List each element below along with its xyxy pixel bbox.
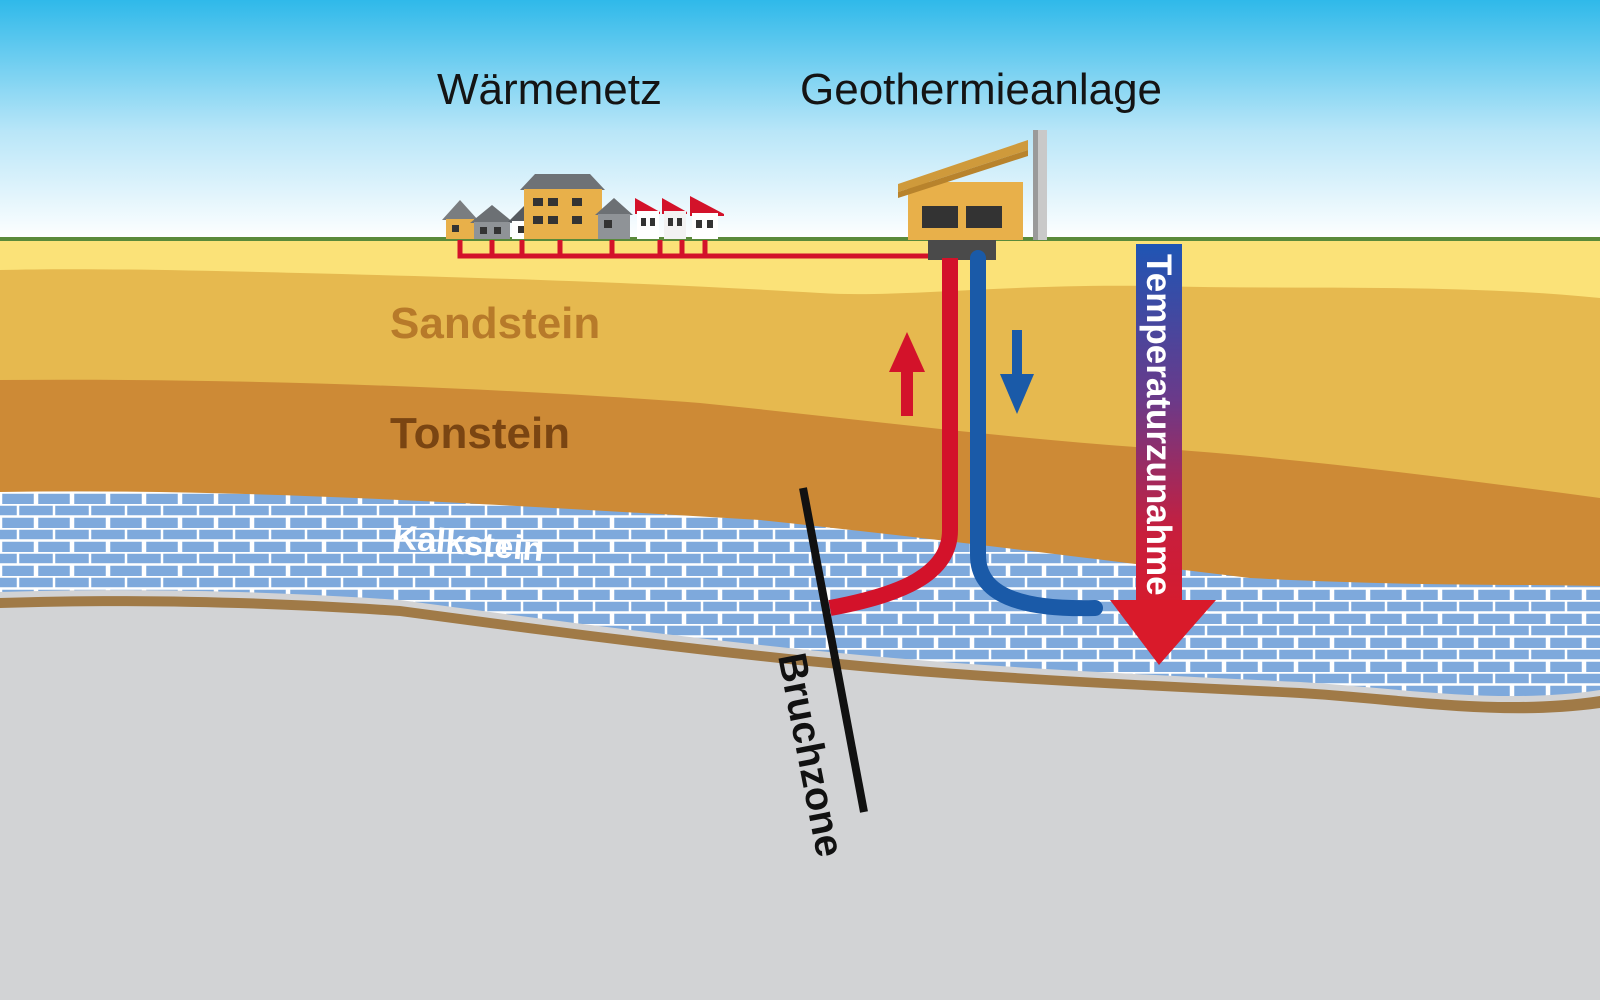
geothermal-plant-building — [898, 130, 1047, 260]
fault-zone-line — [799, 487, 868, 813]
temperature-arrow-icon — [1110, 244, 1216, 665]
sandstone-layer — [0, 269, 1600, 500]
sandstone-label: Sandstein — [390, 299, 600, 348]
arrow-up-icon — [889, 332, 925, 416]
temperature-increase-label: Temperaturzunahme — [1139, 254, 1178, 596]
plant-label: Geothermieanlage — [800, 65, 1162, 114]
claystone-label: Tonstein — [390, 409, 570, 458]
ground-line — [0, 237, 1600, 241]
production-well — [828, 258, 958, 616]
sky — [0, 0, 1600, 240]
houses-village — [442, 174, 724, 239]
topsoil-layer — [0, 240, 1600, 300]
claystone-layer — [0, 379, 1600, 590]
injection-well — [970, 250, 1103, 617]
heat-network-label: Wärmenetz — [437, 65, 662, 114]
heat-network-pipe — [457, 240, 930, 259]
arrow-down-icon — [1000, 330, 1034, 414]
